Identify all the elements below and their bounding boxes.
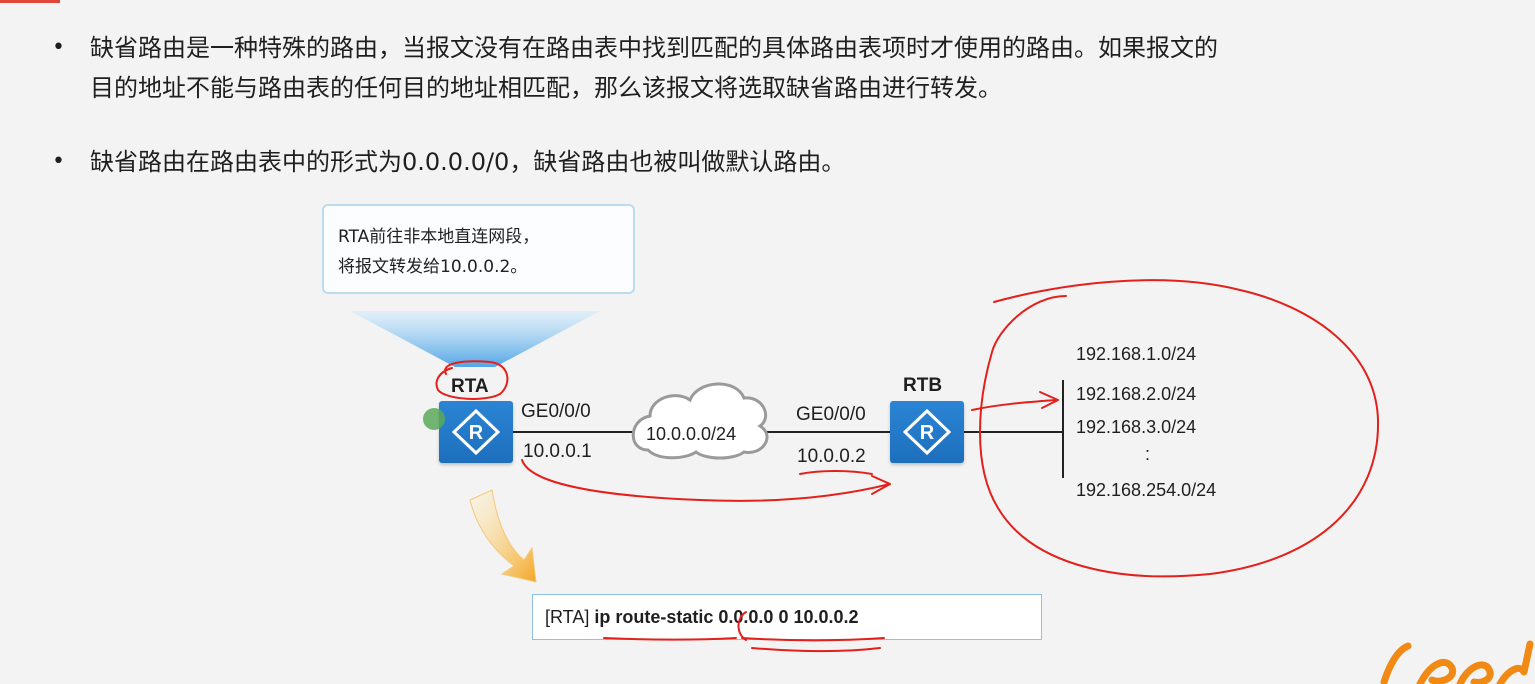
callout-box: RTA前往非本地直连网段， 将报文转发给10.0.0.2。 [322,204,635,294]
bullet-symbol: • [52,149,65,174]
network-label: 192.168.3.0/24 [1076,417,1197,437]
command-keyword: ip route-static [594,607,714,627]
bullet-line: 目的地址不能与路由表的任何目的地址相匹配，那么该报文将选取缺省路由进行转发。 [90,74,1002,102]
svg-text:R: R [469,422,484,444]
handwriting-stroke [1456,661,1494,684]
cloud-shape [631,382,769,460]
bullet-text: 缺省路由是一种特殊的路由，当报文没有在路由表中找到匹配的具体路由表项时才使用的路… [90,28,1218,108]
bullet-line: 缺省路由在路由表中的形式为0.0.0.0/0，缺省路由也被叫做默认路由。 [90,148,846,176]
rta-ip-label: 10.0.0.1 [523,441,592,462]
top-accent-bar [0,0,60,3]
callout-line: 将报文转发给10.0.0.2。 [338,257,528,277]
network-ellipsis: : [1145,444,1151,464]
rta-port-label: GE0/0/0 [521,401,591,422]
rtb-network-arrow [971,399,1057,411]
svg-text:R: R [920,422,935,444]
network-label: 192.168.1.0/24 [1076,344,1197,364]
rtb-ip-underline [799,470,873,475]
network-label: 192.168.2.0/24 [1076,384,1197,404]
pointer-arrow [469,489,537,583]
callout-line: RTA前往非本地直连网段， [338,227,540,247]
command-args: 0.0.0.0 0 10.0.0.2 [718,607,859,627]
cloud-network-label: 10.0.0.0/24 [646,424,737,444]
cursor-dot [423,408,445,430]
bullet-text: 缺省路由在路由表中的形式为0.0.0.0/0，缺省路由也被叫做默认路由。 [90,142,845,182]
command-args-underline-2 [751,647,881,652]
router-rta-icon: R [439,401,513,463]
handwriting-stroke [1380,642,1412,684]
network-label: 192.168.254.0/24 [1076,480,1217,500]
bullet-line: 缺省路由是一种特殊的路由，当报文没有在路由表中找到匹配的具体路由表项时才使用的路… [90,34,1218,62]
rtb-network-arrowhead [1039,391,1059,409]
router-rtb-icon: R [890,401,964,463]
rtb-name-label: RTB [903,375,943,396]
rta-rtb-curve-arrowhead [871,475,891,495]
handwriting-stroke [1416,659,1457,684]
rtb-port-label: GE0/0/0 [796,404,866,425]
handwriting-stroke [1496,640,1534,684]
rta-name-label: RTA [451,376,489,397]
spotlight-beam [350,311,600,367]
bullet-symbol: • [52,35,65,60]
command-prompt: [RTA] [545,607,590,627]
rtb-ip-label: 10.0.0.2 [797,446,866,467]
command-box: [RTA] ip route-static 0.0.0.0 0 10.0.0.2 [532,594,1042,640]
